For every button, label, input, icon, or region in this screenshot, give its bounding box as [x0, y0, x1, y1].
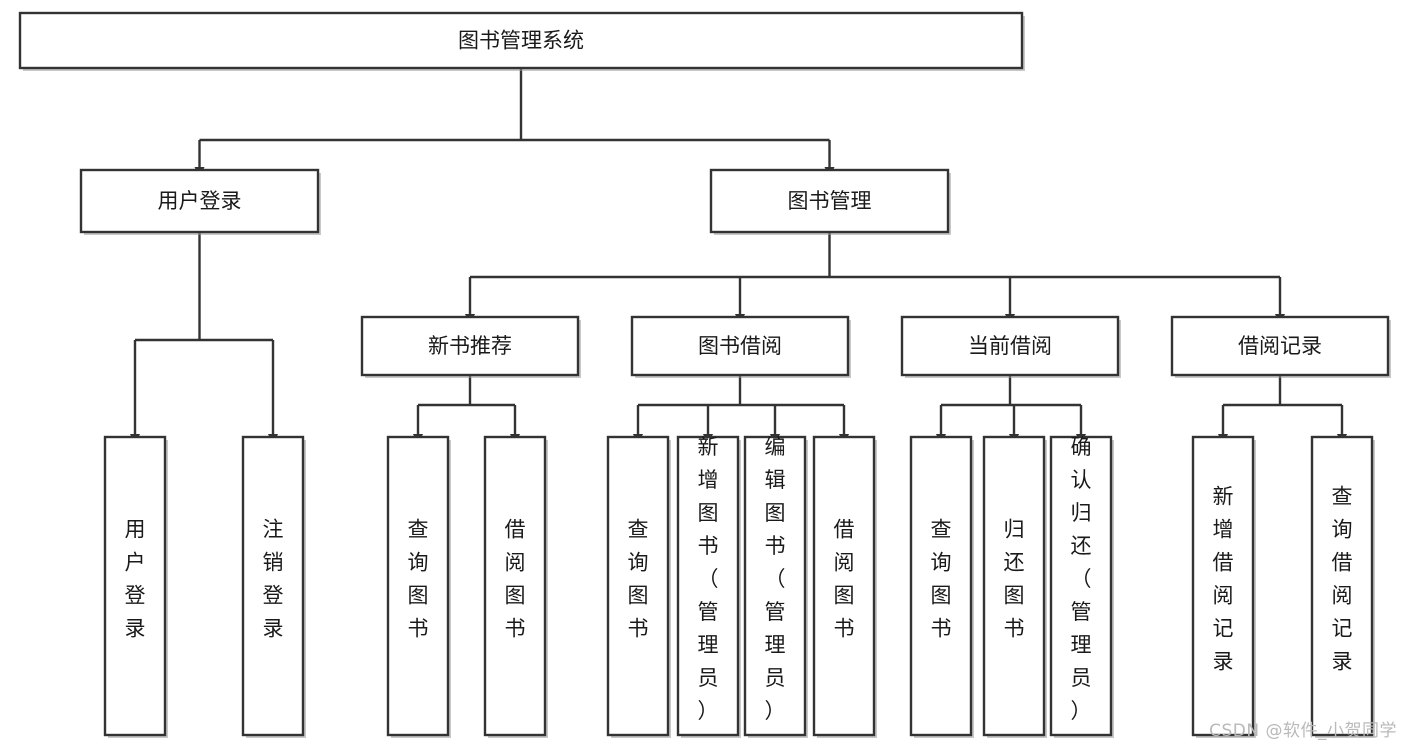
- node-leaf-leaf-add-book-admin[interactable]: 新增图书（管理员）: [676, 435, 741, 738]
- node-leaf-leaf-query-borrow-record[interactable]: 查询借阅记录: [1310, 435, 1375, 738]
- node-rect[interactable]: [676, 435, 740, 737]
- node-level3-current-borrow[interactable]: 当前借阅: [900, 315, 1121, 378]
- node-leaf-leaf-query-book-2[interactable]: 查询图书: [606, 435, 671, 738]
- node-level3-new-book-recommend[interactable]: 新书推荐: [360, 315, 581, 378]
- node-leaf-leaf-query-book-1[interactable]: 查询图书: [386, 435, 451, 738]
- node-leaf-leaf-return-book[interactable]: 归还图书: [982, 435, 1047, 738]
- node-rect[interactable]: [1170, 315, 1390, 377]
- node-rect[interactable]: [812, 435, 876, 737]
- node-rect[interactable]: [743, 435, 807, 737]
- node-label: 当前借阅: [968, 334, 1052, 358]
- node-leaf-leaf-user-login[interactable]: 用户登录: [103, 435, 168, 738]
- node-leaf-leaf-logout[interactable]: 注销登录: [241, 435, 306, 738]
- node-label: 确认归还（管理员）: [1071, 435, 1092, 723]
- node-label: 编辑图书（管理员）: [765, 435, 786, 723]
- node-rect[interactable]: [79, 168, 320, 234]
- node-rect[interactable]: [606, 435, 670, 737]
- node-leaf-leaf-add-borrow-record[interactable]: 新增借阅记录: [1191, 435, 1256, 738]
- node-rect[interactable]: [1310, 435, 1374, 737]
- node-leaf-leaf-borrow-book-2[interactable]: 借阅图书: [812, 435, 877, 738]
- node-leaf-leaf-confirm-return-admin[interactable]: 确认归还（管理员）: [1049, 435, 1114, 738]
- node-rect[interactable]: [900, 315, 1120, 377]
- node-label: 归还图书: [1004, 518, 1025, 641]
- node-rect[interactable]: [909, 435, 973, 737]
- node-rect[interactable]: [103, 435, 167, 737]
- node-label: 用户登录: [125, 518, 146, 641]
- node-level2-book-manage[interactable]: 图书管理: [709, 168, 951, 235]
- node-label: 查询图书: [628, 518, 649, 641]
- node-label: 新增借阅记录: [1213, 485, 1234, 674]
- node-label: 新增图书（管理员）: [698, 435, 719, 723]
- node-rect[interactable]: [630, 315, 850, 377]
- node-label: 借阅图书: [505, 518, 526, 641]
- nodes-layer: 图书管理系统用户登录图书管理新书推荐图书借阅当前借阅借阅记录用户登录注销登录查询…: [18, 11, 1391, 738]
- node-leaf-leaf-query-book-3[interactable]: 查询图书: [909, 435, 974, 738]
- node-rect[interactable]: [1049, 435, 1113, 737]
- node-label: 查询借阅记录: [1332, 485, 1353, 674]
- node-rect[interactable]: [360, 315, 580, 377]
- node-label: 图书借阅: [698, 334, 782, 358]
- node-label: 借阅图书: [834, 518, 855, 641]
- node-level3-book-borrow[interactable]: 图书借阅: [630, 315, 851, 378]
- node-rect[interactable]: [1191, 435, 1255, 737]
- node-level3-borrow-record[interactable]: 借阅记录: [1170, 315, 1391, 378]
- node-label: 查询图书: [931, 518, 952, 641]
- node-label: 图书管理系统: [458, 29, 584, 53]
- connectors-layer: [130, 68, 1347, 445]
- node-label: 借阅记录: [1238, 334, 1322, 358]
- node-label: 图书管理: [788, 189, 872, 213]
- node-root-root[interactable]: 图书管理系统: [18, 11, 1025, 71]
- node-leaf-leaf-borrow-book-1[interactable]: 借阅图书: [483, 435, 548, 738]
- node-leaf-leaf-edit-book-admin[interactable]: 编辑图书（管理员）: [743, 435, 808, 738]
- node-rect[interactable]: [18, 11, 1024, 70]
- node-rect[interactable]: [982, 435, 1046, 737]
- node-rect[interactable]: [483, 435, 547, 737]
- node-label: 注销登录: [263, 518, 284, 641]
- node-rect[interactable]: [386, 435, 450, 737]
- node-rect[interactable]: [709, 168, 950, 234]
- node-label: 新书推荐: [428, 334, 512, 358]
- node-label: 查询图书: [408, 518, 429, 641]
- node-level2-user-login[interactable]: 用户登录: [79, 168, 321, 235]
- node-label: 用户登录: [158, 189, 242, 213]
- node-rect[interactable]: [241, 435, 305, 737]
